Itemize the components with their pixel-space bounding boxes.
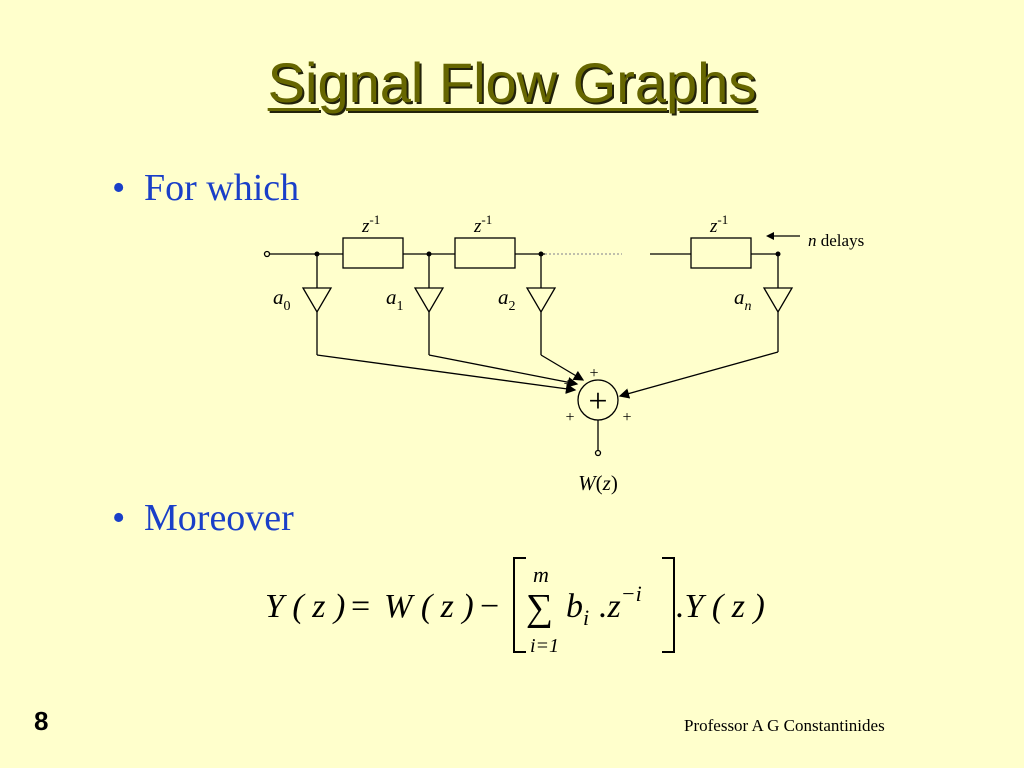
tap-nodes — [314, 251, 781, 257]
delay-block — [342, 237, 404, 269]
adder-input-sign: + — [565, 409, 574, 426]
eq-equals: = — [351, 588, 370, 625]
coefficient-label: an — [734, 285, 752, 314]
delay-block — [454, 237, 516, 269]
gain-triangle — [762, 287, 794, 314]
coefficient-label: a0 — [273, 285, 291, 314]
bullet-for-which: • For which — [112, 166, 299, 210]
adder-input-sign: + — [622, 409, 631, 426]
n-delays-label: n delays — [808, 231, 864, 250]
eq-b: bi — [566, 588, 589, 630]
equation: Y ( z ) = W ( z ) − m ∑ i=1 bi .z−i .Y (… — [265, 557, 765, 657]
input-node — [263, 250, 271, 258]
adder-input-sign: + — [563, 376, 572, 393]
bullet-moreover: • Moreover — [112, 496, 294, 540]
right-bracket — [662, 557, 675, 653]
bullet-text: Moreover — [144, 497, 294, 539]
gain-triangle — [301, 287, 333, 314]
gain-triangle — [413, 287, 445, 314]
output-node — [594, 449, 602, 457]
eq-y: .Y ( z ) — [676, 588, 765, 625]
slide-title: Signal Flow Graphs — [267, 51, 757, 114]
delay-label: z-1 — [709, 212, 728, 237]
bullet-text: For which — [144, 167, 300, 209]
eq-z: .z−i — [599, 581, 642, 625]
coefficient-label: a2 — [498, 285, 516, 314]
sum-symbol: ∑ — [526, 587, 553, 629]
adder-input-sign: + — [589, 365, 598, 382]
sum-upper-limit: m — [533, 562, 549, 587]
bullet-dot: • — [112, 167, 126, 209]
gain-triangle — [525, 287, 557, 314]
tap-wires — [301, 232, 800, 457]
delay-label: z-1 — [473, 212, 492, 237]
adder-plus-symbol: + — [588, 383, 607, 420]
coefficient-label: a1 — [386, 285, 404, 314]
page-number: 8 — [34, 706, 49, 736]
output-label: W(z) — [578, 471, 618, 495]
eq-lhs: Y ( z ) — [265, 588, 345, 625]
eq-w: W ( z ) — [384, 588, 474, 625]
left-bracket — [513, 557, 526, 653]
footer-author: Professor A G Constantinides — [684, 716, 885, 735]
delay-block — [690, 237, 752, 269]
delay-label: z-1 — [361, 212, 380, 237]
sum-lower-limit: i=1 — [530, 635, 559, 657]
eq-minus: − — [480, 588, 499, 625]
delay-line — [263, 237, 778, 269]
bullet-dot: • — [112, 497, 126, 539]
